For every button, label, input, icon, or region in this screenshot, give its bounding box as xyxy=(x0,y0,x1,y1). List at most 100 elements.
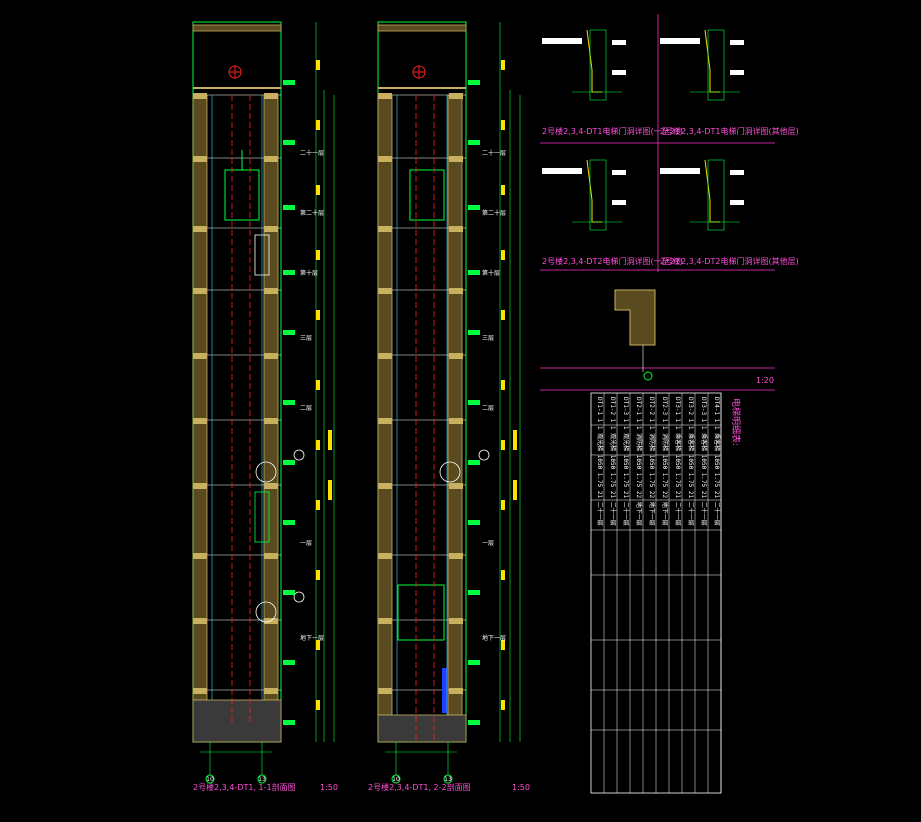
detail-caption-3: 2号楼2,3,4-DT2电梯门洞详图(一至21) xyxy=(542,256,683,266)
section-2-title: 2号楼2,3,4-DT1, 2-2剖面图 xyxy=(368,782,471,792)
table-row: DT3-2 1 1 乘客梯 1050 1.75 21 二十一层 xyxy=(687,397,695,526)
dim-mark xyxy=(501,570,505,580)
dimension-marks xyxy=(283,60,332,725)
axis-label-left: 10 xyxy=(392,776,400,783)
detail-note xyxy=(612,70,626,75)
slab-right xyxy=(449,288,463,294)
axis-bubble xyxy=(443,774,453,784)
slab-left xyxy=(378,618,392,624)
detail-caption-4: 2号楼2,3,4-DT2电梯门洞详图(其他层) xyxy=(660,256,799,266)
detail-note xyxy=(612,40,626,45)
dim-mark xyxy=(513,430,517,450)
level-label: 一层 xyxy=(482,540,494,547)
dim-mark xyxy=(316,500,320,510)
slab-left xyxy=(378,483,392,489)
level-tick xyxy=(468,460,480,465)
detail-bubble-icon xyxy=(293,449,305,461)
slab-left xyxy=(193,156,207,162)
level-tick xyxy=(283,400,295,405)
dim-mark xyxy=(501,310,505,320)
slab-right xyxy=(449,618,463,624)
dim-mark xyxy=(316,60,320,70)
elevator-schedule: DT1-1 1 1 观光梯 1050 1.75 21 二十一层 DT1-2 1 1… xyxy=(590,392,742,794)
dim-mark xyxy=(316,310,320,320)
level-tick xyxy=(468,590,480,595)
level-label: 第二十层 xyxy=(300,209,324,217)
slab-right xyxy=(264,483,278,489)
detail-note xyxy=(730,170,744,175)
slab-left xyxy=(193,226,207,232)
floor-lines xyxy=(378,93,466,694)
detail-bubble-icon xyxy=(293,591,305,603)
table-row: DT1-1 1 1 观光梯 1050 1.75 21 二十一层 xyxy=(596,397,604,526)
slab-left xyxy=(193,418,207,424)
axis-bubble xyxy=(205,774,215,784)
slab-left xyxy=(193,288,207,294)
dim-mark xyxy=(316,120,320,130)
detail-frame xyxy=(589,159,607,231)
level-tick xyxy=(468,270,480,275)
level-tick xyxy=(283,80,295,85)
slab-right xyxy=(449,353,463,359)
sill-line xyxy=(660,168,700,174)
detail-frame xyxy=(707,159,725,231)
dim-mark xyxy=(501,185,505,195)
slab-right xyxy=(264,93,278,99)
section-2-elevation: 10 13 2号楼2,3,4-DT1, 2-2剖面图 1:50 xyxy=(368,21,530,792)
detail-callout-icon xyxy=(255,461,277,483)
table-title: 电梯明细表: xyxy=(730,398,742,446)
level-tick xyxy=(468,205,480,210)
level-label: 二十一层 xyxy=(482,149,506,157)
level-tick xyxy=(283,460,295,465)
detail-drawings: 2号楼2,3,4-DT1电梯门洞详图(一至21) 2号楼2,3,4-DT1电梯门… xyxy=(540,14,799,391)
level-labels: 二十一层二十一层第二十层第二十层第十层第十层三层三层二层二层一层一层地下一层地下… xyxy=(300,149,506,642)
floor-lines xyxy=(193,93,281,694)
detail-note xyxy=(612,200,626,205)
section-1-elevation: 10 13 2号楼2,3,4-DT1, 1-1剖面图 1:50 xyxy=(192,21,338,792)
dim-mark xyxy=(501,60,505,70)
level-tick xyxy=(283,590,295,595)
slab-right xyxy=(264,418,278,424)
detail-scale: 1:20 xyxy=(756,376,774,385)
detail-callout-icon xyxy=(255,601,277,623)
level-tick xyxy=(468,520,480,525)
dim-mark xyxy=(316,250,320,260)
table-row: DT3-3 1 1 乘客梯 1050 1.75 21 二十一层 xyxy=(700,397,708,526)
dimension-marks xyxy=(468,60,517,725)
axis-label-right: 13 xyxy=(444,776,452,783)
elevator-car xyxy=(409,169,445,221)
slab-left xyxy=(378,156,392,162)
slab-right xyxy=(449,553,463,559)
dim-mark xyxy=(501,250,505,260)
table-rows: DT1-1 1 1 观光梯 1050 1.75 21 二十一层 DT1-2 1 1… xyxy=(596,397,721,526)
level-label: 二层 xyxy=(300,405,312,412)
level-label: 二十一层 xyxy=(300,149,324,157)
level-label: 第二十层 xyxy=(482,209,506,217)
detail-frame xyxy=(707,29,725,101)
section-1-scale: 1:50 xyxy=(320,783,338,792)
level-label: 第十层 xyxy=(300,269,318,277)
slab-left xyxy=(193,618,207,624)
slab-left xyxy=(378,226,392,232)
sill-line xyxy=(660,38,700,44)
detail-shapes xyxy=(542,29,744,231)
axis-label-left: 10 xyxy=(206,776,214,783)
sill-line xyxy=(542,38,582,44)
level-tick xyxy=(283,720,295,725)
dim-mark xyxy=(328,480,332,500)
slab-right xyxy=(264,156,278,162)
slab-left xyxy=(193,353,207,359)
dim-mark xyxy=(501,700,505,710)
slab-left xyxy=(378,353,392,359)
table-row: DT1-2 1 1 观光梯 1050 1.75 21 二十一层 xyxy=(609,397,617,526)
level-tick xyxy=(283,660,295,665)
slab-left xyxy=(193,93,207,99)
table-grid xyxy=(591,393,722,793)
slab-left xyxy=(193,688,207,694)
slab-left xyxy=(193,553,207,559)
detail-caption-2: 2号楼2,3,4-DT1电梯门洞详图(其他层) xyxy=(660,126,799,136)
detail-bubble-icon xyxy=(643,371,653,381)
detail-callout-icon xyxy=(439,461,461,483)
level-label: 第十层 xyxy=(482,269,500,277)
